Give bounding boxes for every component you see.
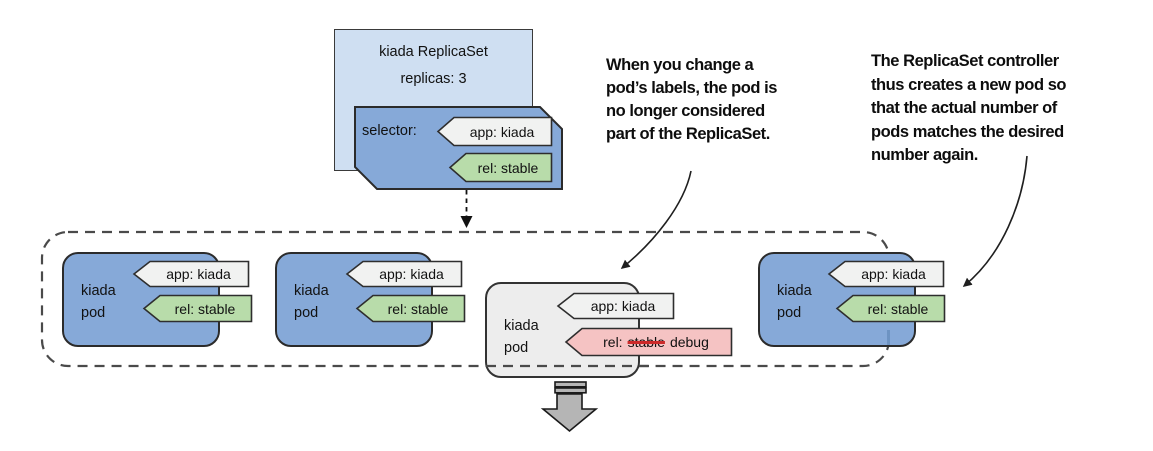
- selector-rel-label-tag: rel: stable: [448, 152, 553, 183]
- pod-2-app-label-text: app: kiada: [379, 266, 444, 282]
- annotation-controller-line2: thus creates a new pod so: [871, 75, 1067, 94]
- annotation-controller-line1: The ReplicaSet controller: [871, 52, 1059, 70]
- replicaset-replicas-count: replicas: 3: [400, 71, 467, 87]
- pod-3-app-label-text: app: kiada: [590, 298, 656, 314]
- pod-4-name-line1: kiada: [777, 283, 812, 299]
- annotation-controller-line4: pods matches the desired: [871, 122, 1064, 141]
- selector-to-pods-arrow-icon: [460, 190, 473, 228]
- pod-2-rel-label-text: rel: stable: [387, 300, 449, 317]
- pod-4-app-label-text: app: kiada: [861, 266, 926, 282]
- annotation-label-change-line1: When you change a: [606, 56, 754, 74]
- pod-4-rel-label-tag: rel: stable: [835, 294, 946, 323]
- pod-3-name-line1: kiada: [504, 318, 539, 334]
- selector-label: selector:: [362, 123, 417, 139]
- replicaset-title: kiada ReplicaSet: [379, 44, 488, 60]
- pod-1-rel-label-tag: rel: stable: [142, 294, 253, 323]
- pod-2-name-line2: pod: [294, 305, 319, 321]
- pod-3-rel-struck-old-value: stable: [627, 334, 665, 350]
- annotation-label-change-line2: pod’s labels, the pod is: [606, 79, 778, 97]
- annotation-label-change-line4: part of the ReplicaSet.: [606, 125, 770, 143]
- pod-4-app-label-tag: app: kiada: [827, 260, 945, 288]
- pod-1-name: kiada pod: [81, 280, 116, 324]
- pod-4-rel-label-text: rel: stable: [867, 300, 929, 317]
- selector-rel-label-text: rel: stable: [477, 159, 539, 176]
- pod-3-rel-new-value: debug: [669, 334, 709, 350]
- selector-app-label-text: app: kiada: [469, 123, 535, 140]
- pod-1-app-label-text: app: kiada: [166, 266, 231, 282]
- pod-4-name: kiada pod: [777, 280, 812, 324]
- annotation-controller: The ReplicaSet controller thus creates a…: [871, 50, 1067, 168]
- dashed-boundary-fragment: [887, 330, 890, 345]
- pod-2-name: kiada pod: [294, 280, 329, 324]
- pod-4-name-line2: pod: [777, 305, 802, 321]
- pod-2-app-label-tag: app: kiada: [345, 260, 463, 288]
- pod-3-name-line2: pod: [504, 340, 529, 356]
- pod-1-name-line2: pod: [81, 305, 106, 321]
- pod-1-app-label-tag: app: kiada: [132, 260, 250, 288]
- pod-3-rel-prefix: rel:: [603, 334, 623, 350]
- pod-3-name: kiada pod: [504, 315, 539, 359]
- pod-3-app-label-tag: app: kiada: [556, 292, 675, 320]
- pod-1-rel-label-text: rel: stable: [174, 300, 236, 317]
- annotation-controller-line5: number again.: [871, 146, 978, 164]
- pod-1-name-line1: kiada: [81, 283, 116, 299]
- annotation-label-change-line3: no longer considered: [606, 102, 765, 120]
- pod-2-rel-label-tag: rel: stable: [355, 294, 466, 323]
- selector-app-label-tag: app: kiada: [436, 116, 553, 147]
- pod-leaving-down-arrow-icon: [540, 381, 599, 433]
- annotation-controller-line3: that the actual number of: [871, 99, 1057, 117]
- pod-2-name-line1: kiada: [294, 283, 329, 299]
- annotation-label-change: When you change a pod’s labels, the pod …: [606, 54, 777, 146]
